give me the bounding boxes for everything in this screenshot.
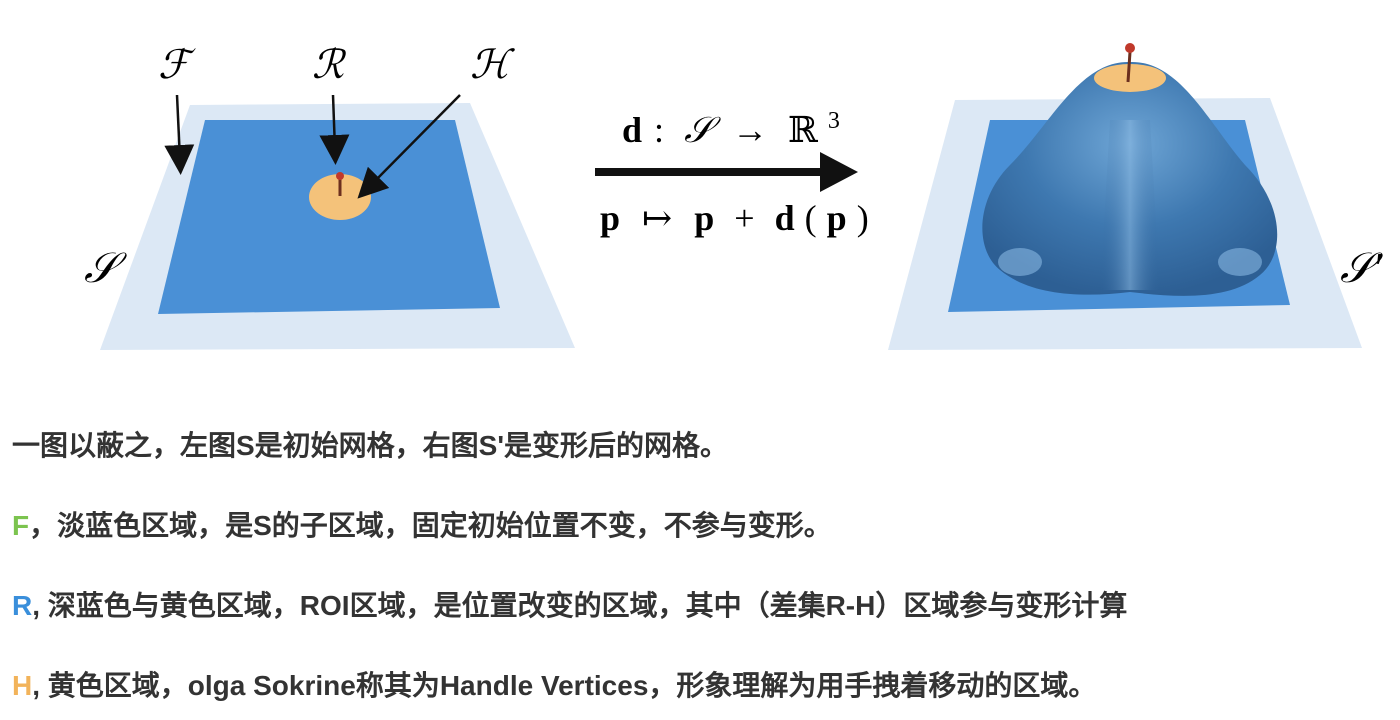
caption-line-1: 一图以蔽之，左图S是初始网格，右图S'是变形后的网格。 [12, 430, 729, 461]
handle-region [309, 174, 371, 220]
pointer-r-arrow [319, 94, 350, 165]
mapping-arrow-head [820, 152, 858, 192]
mapping-line-1: d : 𝒮 → ℝ 3 [622, 108, 840, 150]
deformed-handle-stick [1126, 51, 1132, 83]
caption-r-text: , 深蓝色与黄色区域，ROI区域，是位置改变的区域，其中（差集R-H）区域参与变… [32, 590, 1128, 621]
label-r: ℛ [312, 42, 347, 87]
mapping: d : 𝒮 → ℝ 3 p ↦ p + d ( p ) [595, 108, 869, 238]
caption-h-text: , 黄色区域，olga Sokrine称其为Handle Vertices，形象… [32, 670, 1097, 701]
caption-line-f: F，淡蓝色区域，是S的子区域，固定初始位置不变，不参与变形。 [12, 506, 1392, 546]
tag-h: H [12, 670, 33, 701]
deformation-figure: ℱ ℛ ℋ 𝒮 d : 𝒮 → ℝ 3 p ↦ p + d ( p ) [84, 42, 1383, 350]
handle-knob [336, 172, 344, 180]
label-h: ℋ [470, 42, 515, 87]
left-mesh: ℱ ℛ ℋ 𝒮 [84, 42, 575, 350]
pointer-f-arrow [164, 94, 195, 175]
bump-highlight-right [1218, 248, 1262, 276]
deformed-handle-knob [1125, 43, 1135, 53]
pointer-h-arrow [357, 94, 461, 199]
caption-f-text: ，淡蓝色区域，是S的子区域，固定初始位置不变，不参与变形。 [29, 510, 832, 541]
label-f: ℱ [158, 42, 196, 87]
label-s: 𝒮 [84, 246, 127, 292]
tag-f: F [12, 510, 30, 541]
tag-r: R [12, 590, 33, 621]
deformed-handle-region [1094, 64, 1166, 92]
mapping-line-2: p ↦ p + d ( p ) [600, 197, 869, 238]
bump-highlight-left [998, 248, 1042, 276]
caption-line-r: R, 深蓝色与黄色区域，ROI区域，是位置改变的区域，其中（差集R-H）区域参与… [12, 586, 1392, 626]
label-s-prime: 𝒮′ [1340, 246, 1383, 292]
right-mesh: 𝒮′ [888, 43, 1383, 350]
bump-ridge-highlight [1100, 120, 1160, 290]
caption-line-h: H, 黄色区域，olga Sokrine称其为Handle Vertices，形… [12, 666, 1392, 706]
